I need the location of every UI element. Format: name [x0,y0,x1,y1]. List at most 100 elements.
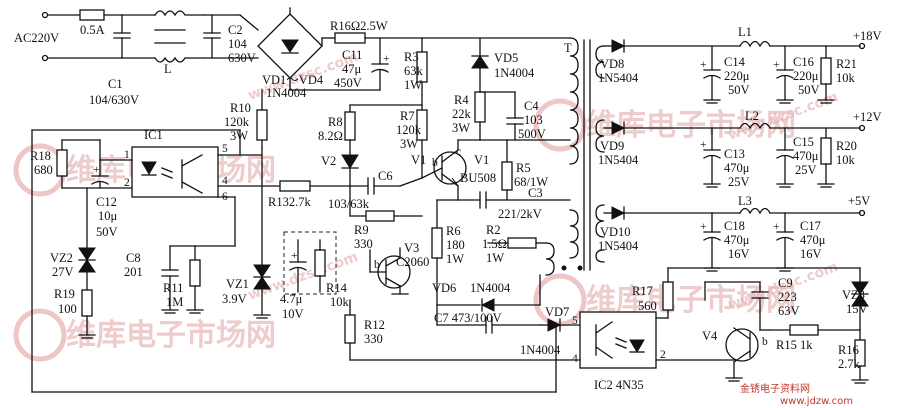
bridge-name: VD1～VD4 [262,73,324,87]
svg-text:+: + [773,221,780,233]
zener-vz2 [78,247,96,261]
vz2-volt: 27V [52,265,74,279]
feedback-driver: R132.7k C6 103/63k R9 330 V3 C2060 b [268,169,429,295]
footer-url: www.jdzw.com [780,396,853,407]
transistor-v1 [433,151,467,185]
r17-val: 560 [638,299,657,313]
watermark-text-2: 维库电子市场网 [66,318,276,353]
c12-name: C12 [96,195,117,209]
c13-cap: 470μ [724,161,750,175]
vz3-volt: 15V [846,302,868,316]
vd7-name: VD7 [545,305,569,319]
vz1-volt: 3.9V [222,292,247,306]
resistor-r17 [662,281,674,311]
resistor-r15 [789,324,819,336]
c18-cap: 470μ [724,233,750,247]
r11-name: R11 [163,281,183,295]
mains-label: AC220V [14,31,59,45]
optocoupler-ic2: VD7 1N4004 5 4 2 IC2 4N35 [349,305,736,392]
v4-name: V4 [702,329,718,343]
dashed-enclosure [283,231,337,295]
c2-name: C2 [228,23,243,37]
capacitor-c1: C1 104/630V [89,77,139,107]
r12-val: 330 [364,332,383,346]
error-amplifier: C9 223 63V V4 b R15 1k VZ3 15V R16 2.7k [702,267,869,384]
ic1-body [131,146,219,198]
r8-val: 8.2Ω [318,129,343,143]
diode-v2 [341,154,359,169]
mains-input-section: AC220V 0.5A C1 104/630V L [14,9,256,107]
transformer-label: T [564,41,572,55]
r16b-val: 2.7k [838,357,861,371]
resistor-r4 [474,91,486,123]
vd6-type: 1N4004 [470,281,511,295]
svg-text:+: + [700,59,707,71]
r2-pw: 1W [486,251,504,265]
r4-val: 22k [452,107,472,121]
c4-name: C4 [524,99,539,113]
r18-val: 680 [34,163,53,177]
diode-vd10 [611,206,626,220]
v1-b: b [432,157,438,169]
c14-cap: 220μ [724,69,750,83]
resistor-r20 [820,137,832,165]
v3-name: V3 [404,241,419,255]
output-5v: VD10 1N5404 L3 +5V + C18 470μ 16V + C17 … [598,194,870,272]
resistor-r5 [501,161,513,191]
v1-node: V1 [411,153,426,167]
vd10-type: 1N5404 [598,239,639,253]
ic2-pin5: 5 [572,315,578,327]
c9-name: C9 [778,276,793,290]
c16-volt: 50V [798,83,820,97]
c15-name: C15 [793,135,814,149]
c1-value: 104/630V [89,93,139,107]
c14-name: C14 [724,55,746,69]
vd7-type: 1N4004 [520,343,561,357]
resistor-r10 [256,109,268,141]
v2-label: V2 [321,154,336,168]
switch-v1: VD5 1N4004 R4 22k 3W C4 103 500V V1 V1 B… [411,37,571,221]
transformer-t: T [561,37,605,271]
c5-cap: 4.7μ [280,292,303,306]
v3-b: b [374,259,380,271]
svg-text:+: + [383,53,390,65]
v3-type: C2060 [396,255,429,269]
resistor-r16 [334,32,366,44]
ic1-pin4: 4 [222,175,228,187]
zener-vz1 [253,264,271,278]
r19-val: 100 [58,302,77,316]
resistor-r19 [81,289,93,317]
r11-val: 1M [166,295,183,309]
resistor-r8 [344,111,356,141]
resistor-r2 [507,237,537,249]
c18-name: C18 [724,219,745,233]
c6-name: C6 [378,169,393,183]
hv-rail: R16Ω2.5W + C11 47μ 450V [289,19,571,91]
mains-terminal-bottom [41,54,49,62]
c7-label: C7 473/100V [434,311,502,325]
r20-name: R20 [836,139,857,153]
c17-name: C17 [800,219,821,233]
ic1-name: IC1 [144,128,163,142]
l2-label: L2 [745,109,759,123]
resistor-r18 [56,149,68,177]
bridge-type: 1N4004 [266,86,307,100]
watermark: 维库电子市场网 维库电子市场网 维库电子市场网 维库电子市场网 www.dzsc… [13,49,840,362]
r9-val: 330 [354,237,373,251]
ic1-pin1: 1 [124,149,130,161]
ic2-body [579,311,657,369]
svg-text:+: + [93,164,100,176]
v4-b: b [762,336,768,348]
vz1-name: VZ1 [226,277,249,291]
c1-name: C1 [108,77,123,91]
vz2-name: VZ2 [50,251,73,265]
r4-pw: 3W [452,121,470,135]
vd5-type: 1N4004 [494,66,535,80]
zener-vz3 [851,281,869,295]
c12-volt: 50V [96,225,118,239]
r5-val: 68/1W [514,175,548,189]
vd8-type: 1N5404 [598,71,639,85]
mains-terminal-top [41,11,49,19]
c9-volt: 63V [778,304,800,318]
r3-pw: 1W [404,78,422,92]
